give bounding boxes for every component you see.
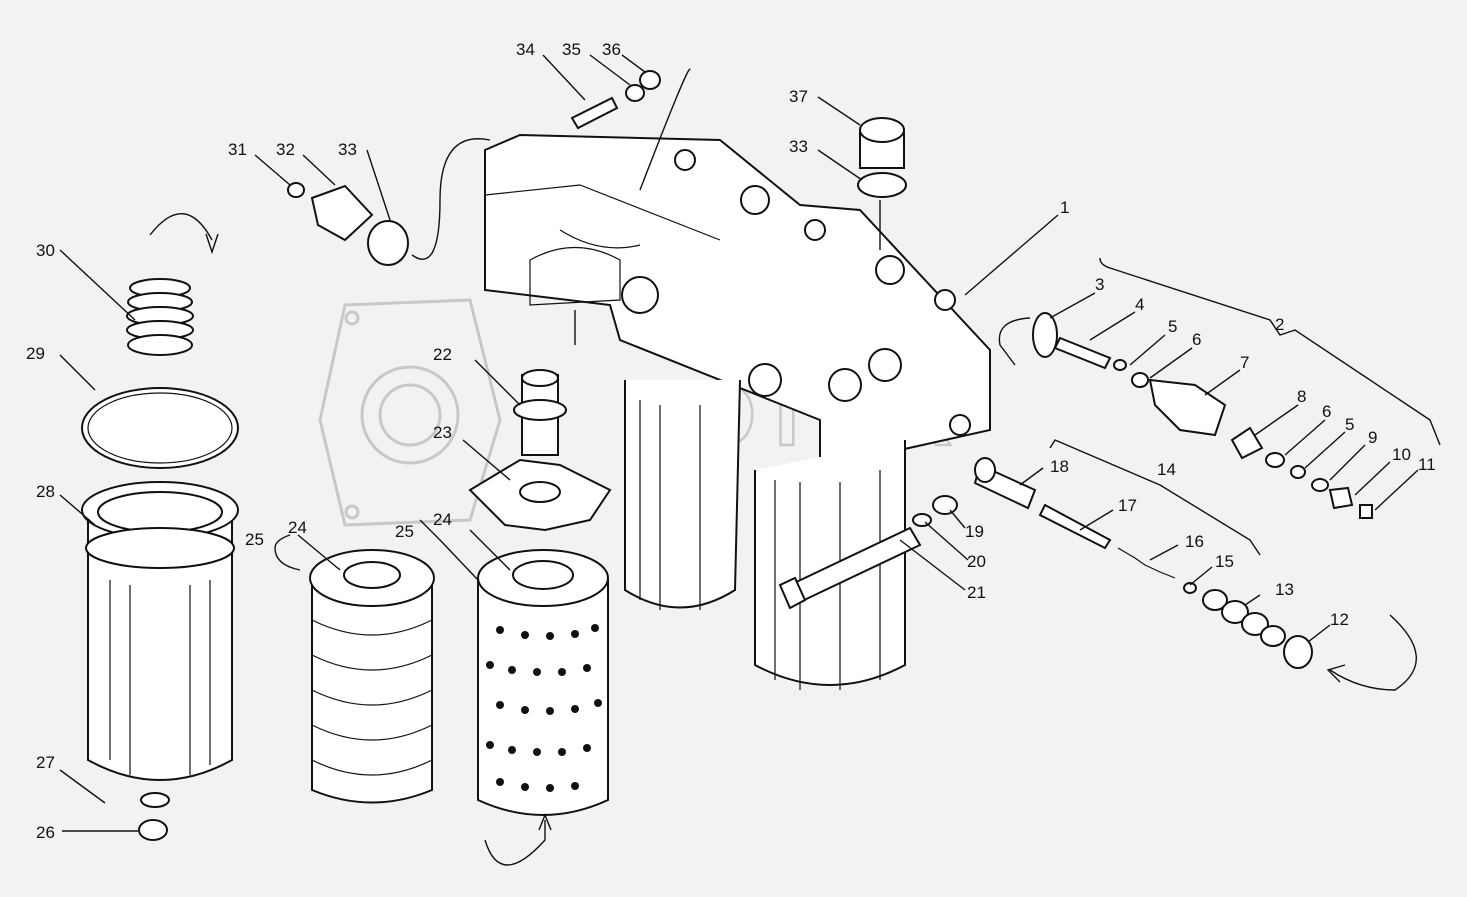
callout-label: 18 — [1050, 457, 1069, 476]
bypass-valve-assembly — [973, 457, 1313, 669]
callout-label: 30 — [36, 241, 55, 260]
callout-label: 11 — [1418, 455, 1436, 474]
spring-washer — [625, 84, 645, 102]
hex-plug — [859, 117, 905, 169]
filter-bowl-front — [754, 440, 906, 690]
filter-housing — [81, 481, 239, 781]
callout-labels: 1 2 3 4 5 6 7 8 6 5 9 10 11 12 13 14 15 … — [26, 40, 1436, 842]
callout-label: 2 — [1275, 315, 1284, 334]
callout-label: 16 — [1185, 532, 1204, 551]
callout-label: 32 — [276, 140, 295, 159]
callout-label: 8 — [1297, 387, 1306, 406]
bolt — [570, 96, 619, 130]
sealing-ring — [367, 220, 409, 266]
callout-label: 3 — [1095, 275, 1104, 294]
callout-label: 31 — [228, 140, 247, 159]
callout-label: 10 — [1392, 445, 1411, 464]
callout-label: 6 — [1192, 330, 1201, 349]
callout-label: 6 — [1322, 402, 1331, 421]
washer — [932, 495, 958, 515]
callout-label: 1 — [1060, 198, 1069, 217]
rotation-arrow — [484, 820, 546, 866]
callout-label: 25 — [245, 530, 264, 549]
filter-element-pleated — [309, 549, 435, 804]
sealing-ring — [857, 172, 907, 198]
threaded-nipple — [513, 369, 567, 456]
assembly-path — [411, 138, 491, 260]
callout-label: 5 — [1168, 317, 1177, 336]
callout-label: 25 — [395, 522, 414, 541]
o-ring — [81, 387, 239, 469]
callout-label: 23 — [433, 423, 452, 442]
long-bolt — [778, 526, 922, 610]
callout-label: 33 — [789, 137, 808, 156]
callout-label: 35 — [562, 40, 581, 59]
callout-label: 34 — [516, 40, 535, 59]
callout-label: 22 — [433, 345, 452, 364]
callout-label: 15 — [1215, 552, 1234, 571]
filter-head-body — [484, 133, 991, 482]
filter-bowl-rear — [624, 379, 741, 610]
callout-label: 4 — [1135, 295, 1144, 314]
drain-plug — [138, 819, 168, 841]
washer — [639, 70, 661, 90]
rotation-arrow — [998, 317, 1031, 366]
callout-label: 20 — [967, 552, 986, 571]
callout-label: 28 — [36, 482, 55, 501]
callout-label: 36 — [602, 40, 621, 59]
callout-label: 33 — [338, 140, 357, 159]
callout-label: 27 — [36, 753, 55, 772]
callout-label: 24 — [288, 518, 307, 537]
callout-label: 26 — [36, 823, 55, 842]
rotation-arrow — [1329, 614, 1417, 691]
callout-label: 37 — [789, 87, 808, 106]
union-fitting — [310, 184, 374, 242]
callout-label: 13 — [1275, 580, 1294, 599]
distributor-star — [468, 458, 612, 532]
spring — [126, 278, 194, 356]
callout-label: 19 — [965, 522, 984, 541]
callout-label: 5 — [1345, 415, 1354, 434]
callout-label: 9 — [1368, 428, 1377, 447]
assembly-path — [639, 68, 691, 191]
small-plug — [287, 182, 305, 198]
callout-label: 29 — [26, 344, 45, 363]
callout-leaders — [59, 54, 1441, 832]
rotation-arrow — [149, 213, 213, 241]
callout-label: 14 — [1157, 460, 1176, 479]
callout-label: 12 — [1330, 610, 1349, 629]
callout-label: 17 — [1118, 496, 1137, 515]
filter-element-perforated — [477, 549, 609, 816]
callout-label: 7 — [1240, 353, 1249, 372]
washer — [140, 792, 170, 808]
callout-label: 21 — [967, 583, 986, 602]
callout-label: 24 — [433, 510, 452, 529]
